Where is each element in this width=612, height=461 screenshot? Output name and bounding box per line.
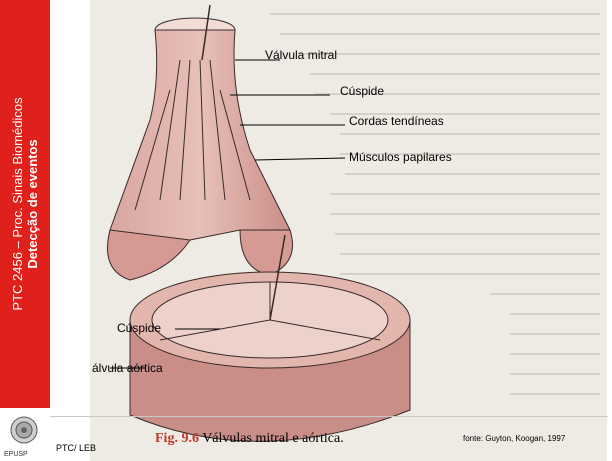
- figure-caption: Fig. 9.6 Válvulas mitral e aórtica.: [155, 431, 344, 447]
- logo-text: EPUSP: [4, 451, 28, 458]
- figure-number: Fig. 9.6: [155, 431, 199, 446]
- label-aortic-valve: álvula aórtica: [92, 361, 163, 375]
- mitral-valve: [108, 5, 293, 280]
- footer-left-text: PTC/ LEB: [56, 443, 96, 453]
- sidebar-title: PTC 2456 – Proc. Sinais Biomédicos Detec…: [10, 97, 40, 310]
- anatomy-illustration: [90, 0, 607, 461]
- label-cuspide-bottom: Cúspide: [117, 321, 161, 335]
- footer-divider: [50, 416, 608, 417]
- label-cordas-tendineas: Cordas tendíneas: [349, 114, 444, 128]
- topic-title: Detecção de eventos: [25, 97, 40, 310]
- source-citation: fonte: Guyton, Koogan, 1997: [463, 434, 565, 443]
- course-title: PTC 2456 – Proc. Sinais Biomédicos: [10, 97, 25, 310]
- figure-caption-text: Válvulas mitral e aórtica.: [199, 431, 344, 446]
- valves-drawing: [90, 0, 607, 461]
- label-musculos-papilares: Músculos papilares: [349, 150, 452, 164]
- label-cuspide-top: Cúspide: [340, 84, 384, 98]
- label-mitral-valve: Válvula mitral: [265, 48, 337, 62]
- sidebar: PTC 2456 – Proc. Sinais Biomédicos Detec…: [0, 0, 50, 408]
